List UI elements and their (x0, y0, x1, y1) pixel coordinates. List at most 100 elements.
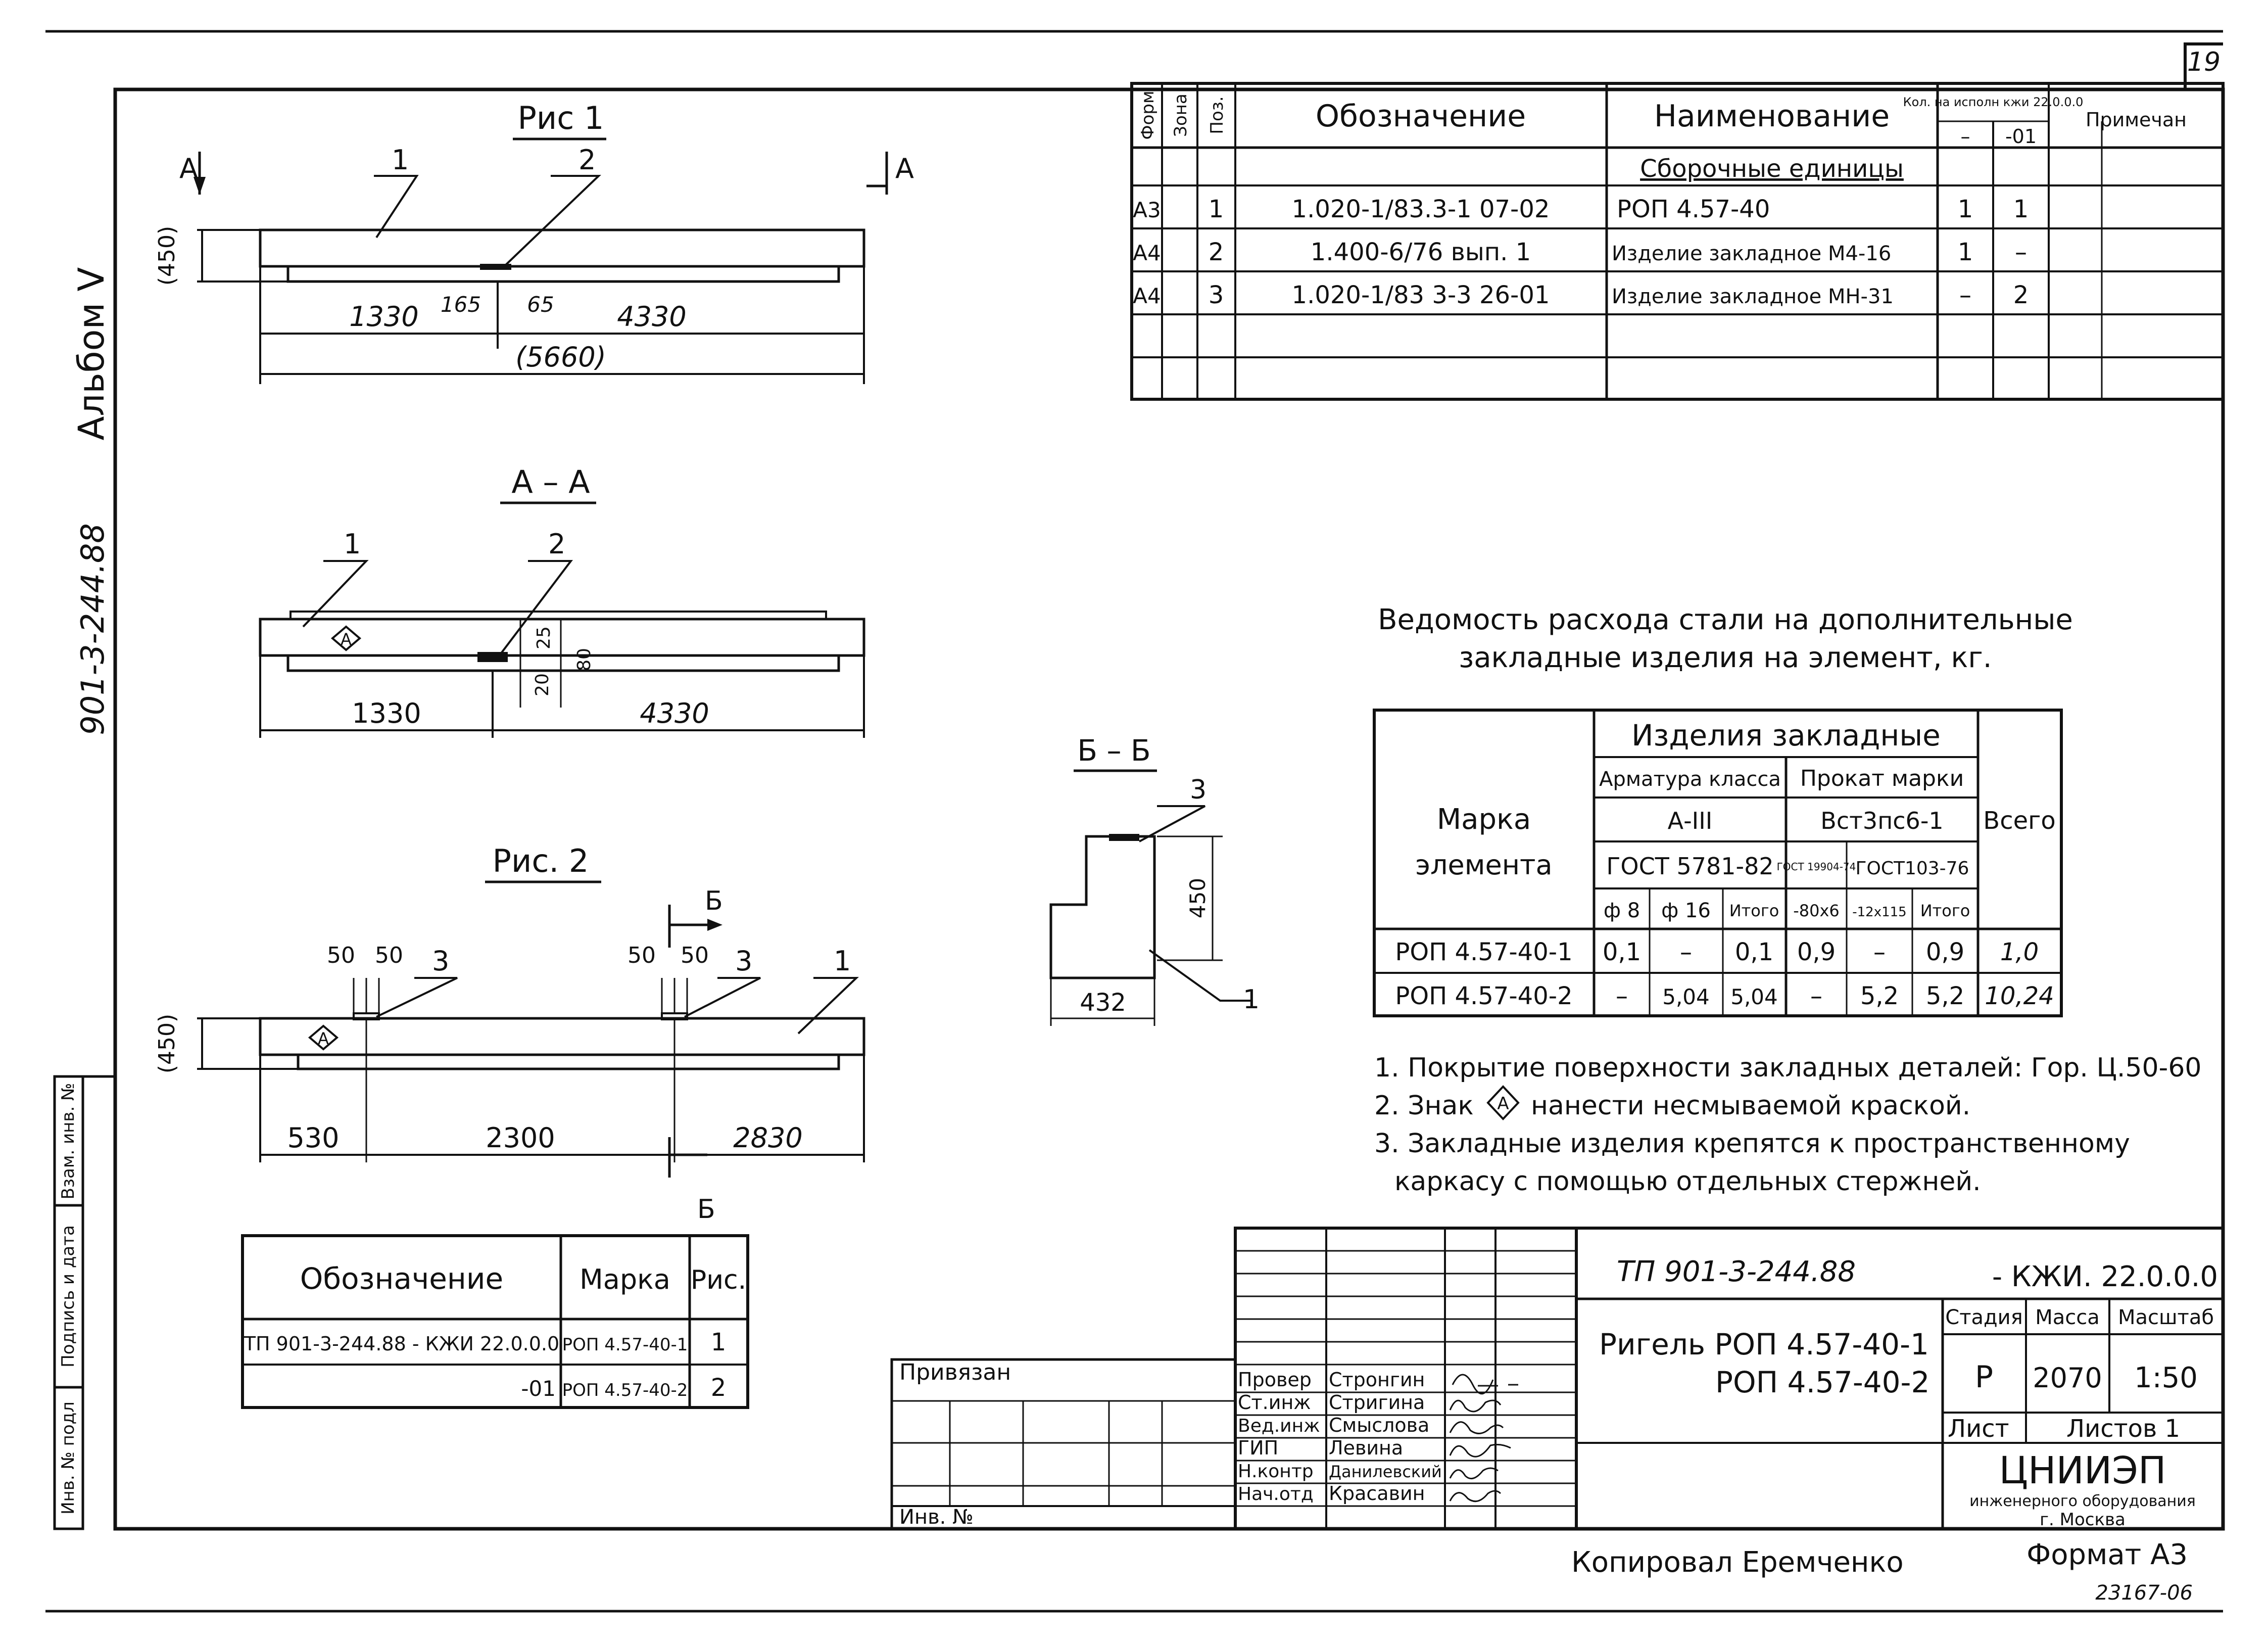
variant-row1-designation: ТП 901-3-244.88 - КЖИ 22.0.0.0 (244, 1333, 559, 1355)
tb-mass: 2070 (2033, 1362, 2102, 1394)
spec-row3-format: А4 (1133, 284, 1161, 308)
sig-role-4: ГИП (1238, 1437, 1278, 1459)
section-b-b: Б – Б 3 450 432 1 (1049, 733, 1260, 1026)
variant-row1-fig: 1 (711, 1328, 727, 1356)
page-number-box: 19 (2184, 42, 2223, 89)
privyazan-label: Привязан (899, 1359, 1011, 1385)
spec-row2-q2: – (2015, 238, 2027, 266)
privyazan-inv: Инв. № (899, 1506, 974, 1529)
fig2-dim-50b: 50 (375, 943, 403, 968)
spec-row1-name: РОП 4.57-40 (1617, 195, 1770, 223)
tb-sheets-label: Листов 1 (2066, 1415, 2180, 1443)
tb-org-line2: инженерного оборудования (1969, 1492, 2196, 1510)
variant-row2-fig: 2 (711, 1374, 727, 1402)
stamp-signature-date: Подпись и дата (58, 1225, 78, 1368)
variant-row2-mark: РОП 4.57-40-2 (562, 1380, 688, 1400)
steel-row1-it1: 0,1 (1735, 938, 1773, 966)
note-2-end: нанести несмываемой краской. (1531, 1091, 1970, 1121)
spec-h-zone: Зона (1171, 93, 1191, 137)
note-1: 1. Покрытие поверхности закладных детале… (1374, 1053, 2202, 1083)
fig2-mark: А (318, 1029, 329, 1048)
tb-h-stage: Стадия (1945, 1306, 2022, 1329)
sig-role-2: Ст.инж (1238, 1391, 1311, 1414)
steel-h-rebar: Арматура класса (1599, 768, 1781, 791)
spec-row2-format: А4 (1133, 241, 1161, 265)
fig1-title: Рис 1 (518, 100, 604, 136)
privyazan-block: Привязан Инв. № (890, 1358, 1237, 1530)
spec-row1-pos: 1 (1209, 195, 1224, 223)
album-label: Альбом V (71, 267, 112, 440)
section-bb-dim-432: 432 (1080, 989, 1126, 1017)
steel-row1-it2: 0,9 (1926, 938, 1964, 966)
fig1-callout-1: 1 (392, 144, 409, 176)
spec-h-qty: Кол. на исполн кжи 22.0.0.0 (1903, 95, 2084, 109)
tb-h-scale: Масштаб (2118, 1306, 2214, 1329)
specification-table: Форм Зона Поз. Обозначение Наименование … (1130, 82, 2225, 401)
section-bb-dim-450: 450 (1185, 878, 1210, 918)
steel-consumption: Ведомость расхода стали на дополнительны… (1373, 603, 2073, 1017)
sig-role-3: Вед.инж (1238, 1416, 1320, 1436)
steel-row2-s80: – (1810, 982, 1822, 1010)
variant-h-mark: Марка (580, 1263, 670, 1295)
spec-row3-pos: 3 (1209, 281, 1224, 309)
steel-row1-total: 1,0 (2000, 938, 2039, 966)
steel-h-vst: Вст3пс6-1 (1820, 807, 1943, 834)
sig-name-2: Стригина (1329, 1391, 1425, 1414)
sig-name-1: Стронгин (1329, 1369, 1425, 1391)
sig-name-5: Данилевский (1329, 1462, 1442, 1481)
fig1-dim-65: 65 (527, 292, 554, 317)
sig-scribble-3 (1449, 1421, 1504, 1434)
fig2-dim-50d: 50 (681, 943, 709, 968)
spec-row1-designation: 1.020-1/83.3-1 07-02 (1292, 195, 1550, 223)
fig1-dim-total: (5660) (515, 341, 606, 373)
spec-row3-q2: 2 (2013, 281, 2029, 309)
steel-h-itogo1: Итого (1729, 901, 1779, 920)
spec-row1-q2: 1 (2013, 195, 2029, 223)
tb-scale: 1:50 (2134, 1362, 2198, 1394)
spec-h-qty-col1: – (1961, 125, 1970, 148)
notes: 1. Покрытие поверхности закладных детале… (1374, 1053, 2202, 1197)
fig2-dim-530: 530 (287, 1122, 339, 1154)
variant-h-fig: Рис. (691, 1265, 746, 1295)
steel-row1-s12: – (1873, 938, 1886, 966)
tb-title-line1: Ригель РОП 4.57-40-1 (1599, 1327, 1929, 1362)
steel-h-total: Всего (1983, 807, 2055, 835)
steel-h-gost-103: ГОСТ103-76 (1856, 858, 1969, 879)
fig2-dim-height: (450) (154, 1014, 180, 1073)
steel-row1-f16: – (1680, 938, 1692, 966)
section-aa-dim-25: 25 (534, 626, 554, 649)
spec-row3-q1: – (1959, 281, 1971, 309)
steel-row2-f8: – (1616, 982, 1628, 1010)
section-aa-dim-right: 4330 (640, 697, 709, 729)
spec-row3-designation: 1.020-1/83 3-3 26-01 (1292, 281, 1550, 309)
spec-section-title: Сборочные единицы (1640, 155, 1904, 183)
steel-h-rolled: Прокат марки (1800, 766, 1964, 791)
fig2-callout-3a: 3 (432, 945, 449, 977)
footer-archive-no: 23167-06 (2095, 1581, 2193, 1605)
fig2-dim-2300: 2300 (486, 1122, 555, 1154)
fig2-title: Рис. 2 (493, 842, 589, 879)
spec-row1-format: А3 (1133, 198, 1161, 222)
spec-h-designation: Обозначение (1316, 99, 1526, 134)
spec-h-qty-col2: -01 (2005, 125, 2037, 148)
spec-h-format: Форм (1138, 90, 1158, 139)
steel-h-12x115: -12х115 (1852, 905, 1906, 920)
sig-scribble-6 (1449, 1490, 1502, 1503)
figure-2: Рис. 2 Б Б А 50 50 50 50 3 3 1 (154, 842, 865, 1225)
stamp-replaced-inv: Взам. инв. № (58, 1083, 78, 1200)
section-bb-title: Б – Б (1077, 733, 1150, 768)
note-3b: каркасу с помощью отдельных стержней. (1394, 1166, 1981, 1197)
sig-scribble-1 (1452, 1374, 1518, 1395)
section-a-a: А – А А 1 2 25 80 20 1330 4330 (259, 463, 865, 738)
fig1-callout-2: 2 (578, 144, 596, 176)
steel-h-items: Изделия закладные (1631, 718, 1941, 753)
stamp-inv-original: Инв. № подл (58, 1401, 78, 1515)
section-aa-dim-left: 1330 (352, 697, 421, 729)
steel-h-f8: ф 8 (1604, 899, 1640, 922)
variant-table: Обозначение Марка Рис. ТП 901-3-244.88 -… (241, 1234, 749, 1409)
spec-h-note: Примечан (2086, 109, 2187, 131)
sig-role-6: Нач.отд (1238, 1484, 1314, 1505)
steel-h-gost-19904: ГОСТ 19904-74 (1777, 861, 1856, 873)
tb-org-line3: г. Москва (2040, 1510, 2126, 1530)
spec-row2-name: Изделие закладное М4-16 (1612, 242, 1891, 265)
